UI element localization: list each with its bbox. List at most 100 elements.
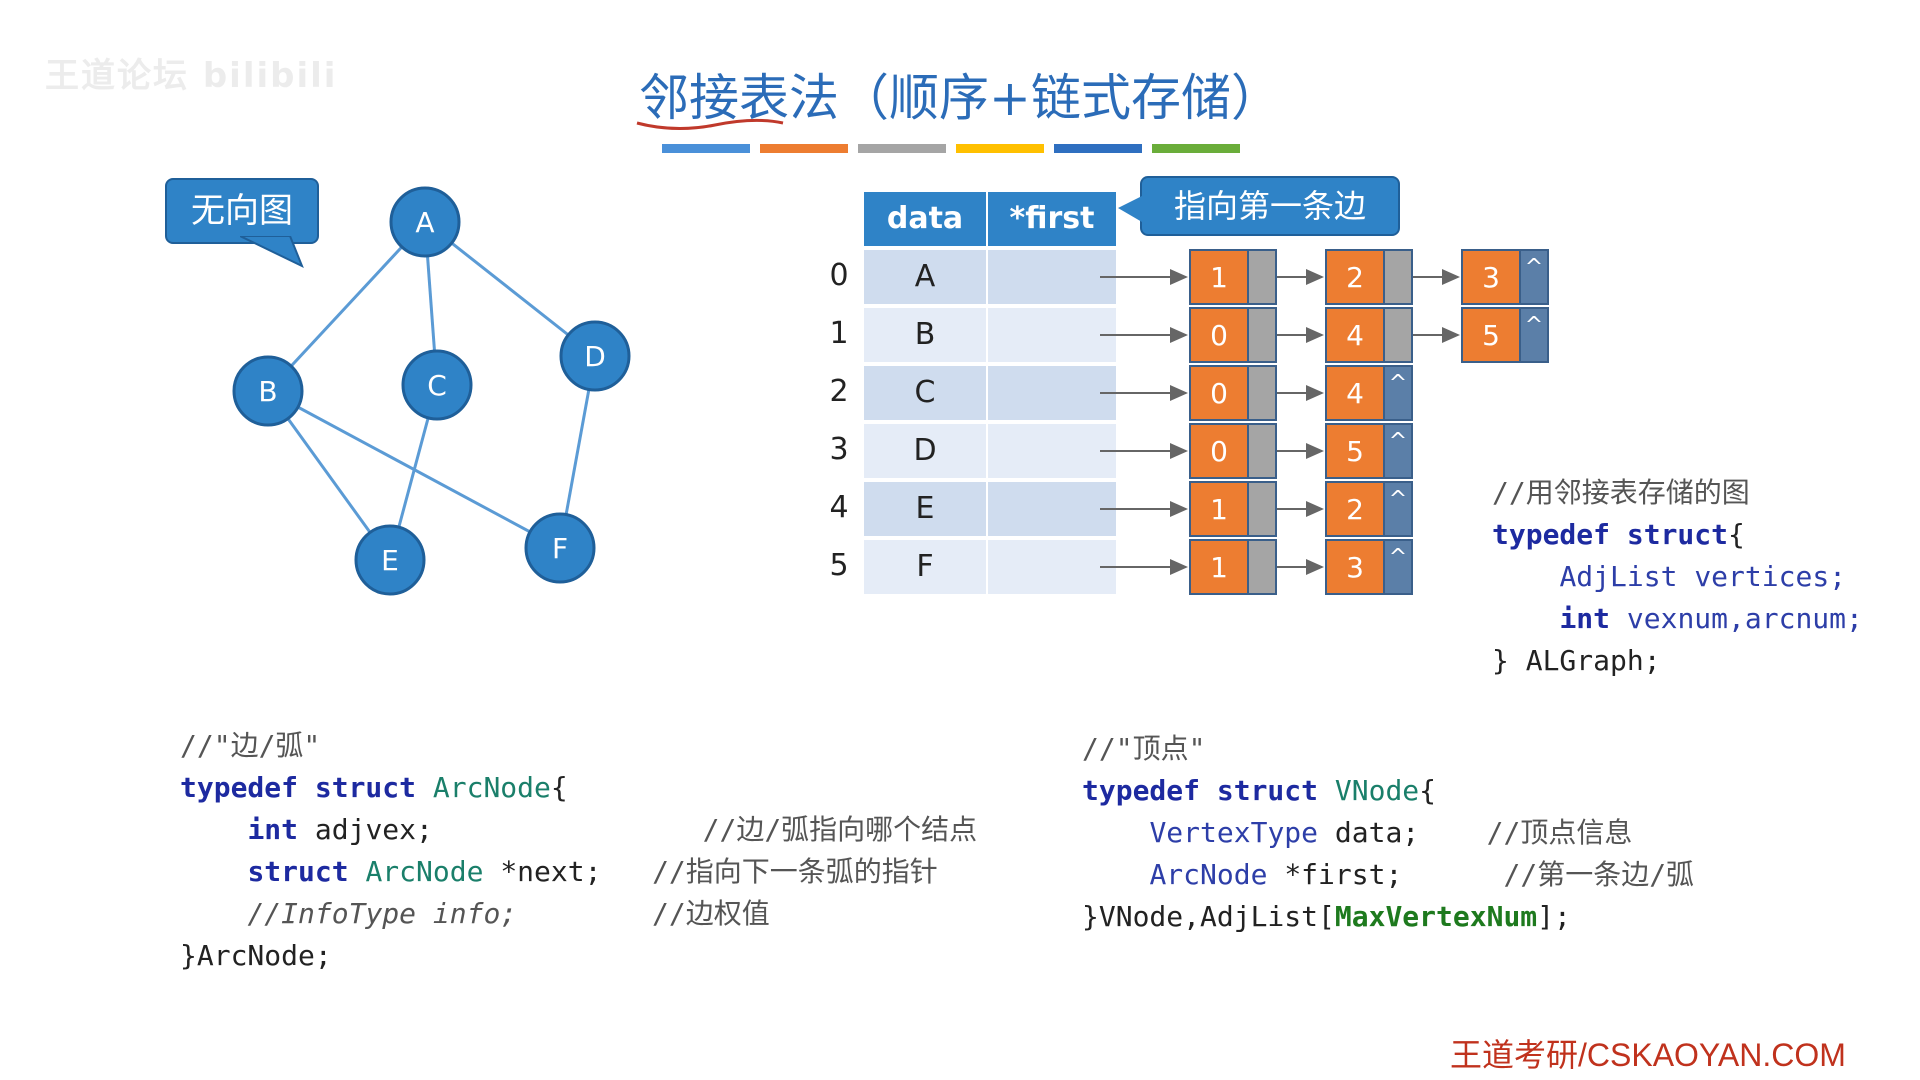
arc-node-adjvex-box	[1461, 307, 1521, 363]
code-field: adjvex;	[314, 813, 433, 846]
table-header-data: data	[864, 192, 986, 246]
code-field: data;	[1334, 816, 1420, 849]
callout-first-edge: 指向第一条边	[1140, 176, 1400, 236]
color-bar	[956, 144, 1044, 153]
arc-node-next-box	[1383, 307, 1413, 363]
credit-text: 王道考研/CSKAOYAN.COM	[1450, 1037, 1846, 1073]
arc-node-value: 1	[1210, 551, 1228, 584]
code-comment: //第一条边/弧	[1503, 858, 1695, 891]
color-bar	[858, 144, 946, 153]
code-field: *next;	[500, 855, 602, 888]
code-keyword: typedef struct	[1492, 518, 1729, 551]
arc-node: 2	[1325, 249, 1413, 305]
graph-vertex: C	[401, 349, 473, 421]
table-cell-data: F	[864, 540, 986, 594]
code-keyword: typedef struct	[1082, 774, 1319, 807]
arc-node-next-box	[1519, 307, 1549, 363]
table-header-first: *first	[988, 192, 1116, 246]
code-type: AdjList	[1559, 560, 1678, 593]
title-underline	[636, 118, 784, 131]
table-cell-first	[988, 366, 1116, 420]
arc-node-value: 5	[1482, 319, 1500, 352]
vertex-circle	[389, 186, 461, 258]
arc-node: 0	[1189, 423, 1277, 479]
code-brace: {	[1728, 518, 1745, 551]
table-cell-first	[988, 540, 1116, 594]
arc-node-next-box	[1383, 481, 1413, 537]
vertex-circle	[401, 349, 473, 421]
color-bar	[760, 144, 848, 153]
row-index: 0	[829, 258, 849, 293]
row-index: 1	[829, 316, 849, 351]
code-type: struct	[247, 855, 349, 888]
graph-vertex: B	[232, 355, 304, 427]
arc-node: 1	[1189, 481, 1277, 537]
code-keyword: typedef struct	[180, 771, 417, 804]
table-cell-first	[988, 250, 1116, 304]
arc-node-adjvex-box	[1189, 249, 1249, 305]
color-bar	[1054, 144, 1142, 153]
color-bar	[662, 144, 750, 153]
arc-node-adjvex-box	[1189, 423, 1249, 479]
row-index: 5	[829, 548, 849, 583]
arc-node-value: 0	[1210, 435, 1228, 468]
vertex-circle	[354, 524, 426, 596]
arc-node-value: 1	[1210, 493, 1228, 526]
code-field: *first;	[1284, 858, 1403, 891]
table-cell-first	[988, 482, 1116, 536]
arc-node: 3^	[1461, 249, 1549, 305]
code-comment: //顶点信息	[1486, 816, 1633, 849]
arc-node-adjvex-box	[1189, 539, 1249, 595]
graph-vertex: A	[389, 186, 461, 258]
arc-node: 1	[1189, 539, 1277, 595]
vertex-label: D	[584, 340, 606, 373]
null-pointer-symbol: ^	[1389, 429, 1407, 454]
arc-node: 5^	[1461, 307, 1549, 363]
arc-node-next-box	[1383, 249, 1413, 305]
arc-node-value: 4	[1346, 377, 1364, 410]
arc-node-next-box	[1247, 481, 1277, 537]
arc-node-value: 0	[1210, 319, 1228, 352]
code-algraph: //用邻接表存储的图 typedef struct{ AdjList verti…	[1492, 472, 1863, 682]
arc-node-next-box	[1383, 423, 1413, 479]
code-comment: //"顶点"	[1082, 732, 1206, 765]
vertex-circle	[559, 320, 631, 392]
table-cell-data: A	[864, 250, 986, 304]
code-field: vertices;	[1694, 560, 1847, 593]
table-cell-data: D	[864, 424, 986, 478]
table-cell-first	[988, 424, 1116, 478]
code-comment: //InfoType info;	[247, 897, 518, 930]
arc-node-adjvex-box	[1325, 249, 1385, 305]
arc-node-value: 3	[1482, 261, 1500, 294]
table-cell-data: C	[864, 366, 986, 420]
graph-edge	[266, 220, 427, 393]
graph-vertex: D	[559, 320, 631, 392]
arc-node: 5^	[1325, 423, 1413, 479]
code-constant: MaxVertexNum	[1334, 900, 1538, 933]
arc-node: 4	[1325, 307, 1413, 363]
arc-node-next-box	[1247, 423, 1277, 479]
code-struct-name: ArcNode	[432, 771, 551, 804]
code-end: }VNode,AdjList[	[1082, 900, 1335, 933]
arc-node-adjvex-box	[1189, 365, 1249, 421]
arc-node: 1	[1189, 249, 1277, 305]
vertex-label: E	[381, 544, 399, 577]
code-type: int	[247, 813, 299, 846]
null-pointer-symbol: ^	[1389, 371, 1407, 396]
null-pointer-symbol: ^	[1389, 545, 1407, 570]
code-arcnode: //"边/弧" typedef struct ArcNode{ int adjv…	[180, 725, 977, 977]
graph-vertex: E	[354, 524, 426, 596]
arc-node-next-box	[1247, 307, 1277, 363]
vertex-label: C	[427, 369, 447, 402]
arc-node-next-box	[1247, 249, 1277, 305]
arc-node-next-box	[1383, 365, 1413, 421]
arc-node: 3^	[1325, 539, 1413, 595]
callout-first-tail	[1118, 196, 1142, 222]
code-end: } ALGraph;	[1492, 644, 1661, 677]
arc-node-adjvex-box	[1189, 307, 1249, 363]
arc-node-next-box	[1383, 539, 1413, 595]
vertex-label: B	[258, 375, 277, 408]
code-type: ArcNode	[1149, 858, 1268, 891]
color-bar	[1152, 144, 1240, 153]
graph-vertex: F	[524, 512, 596, 584]
